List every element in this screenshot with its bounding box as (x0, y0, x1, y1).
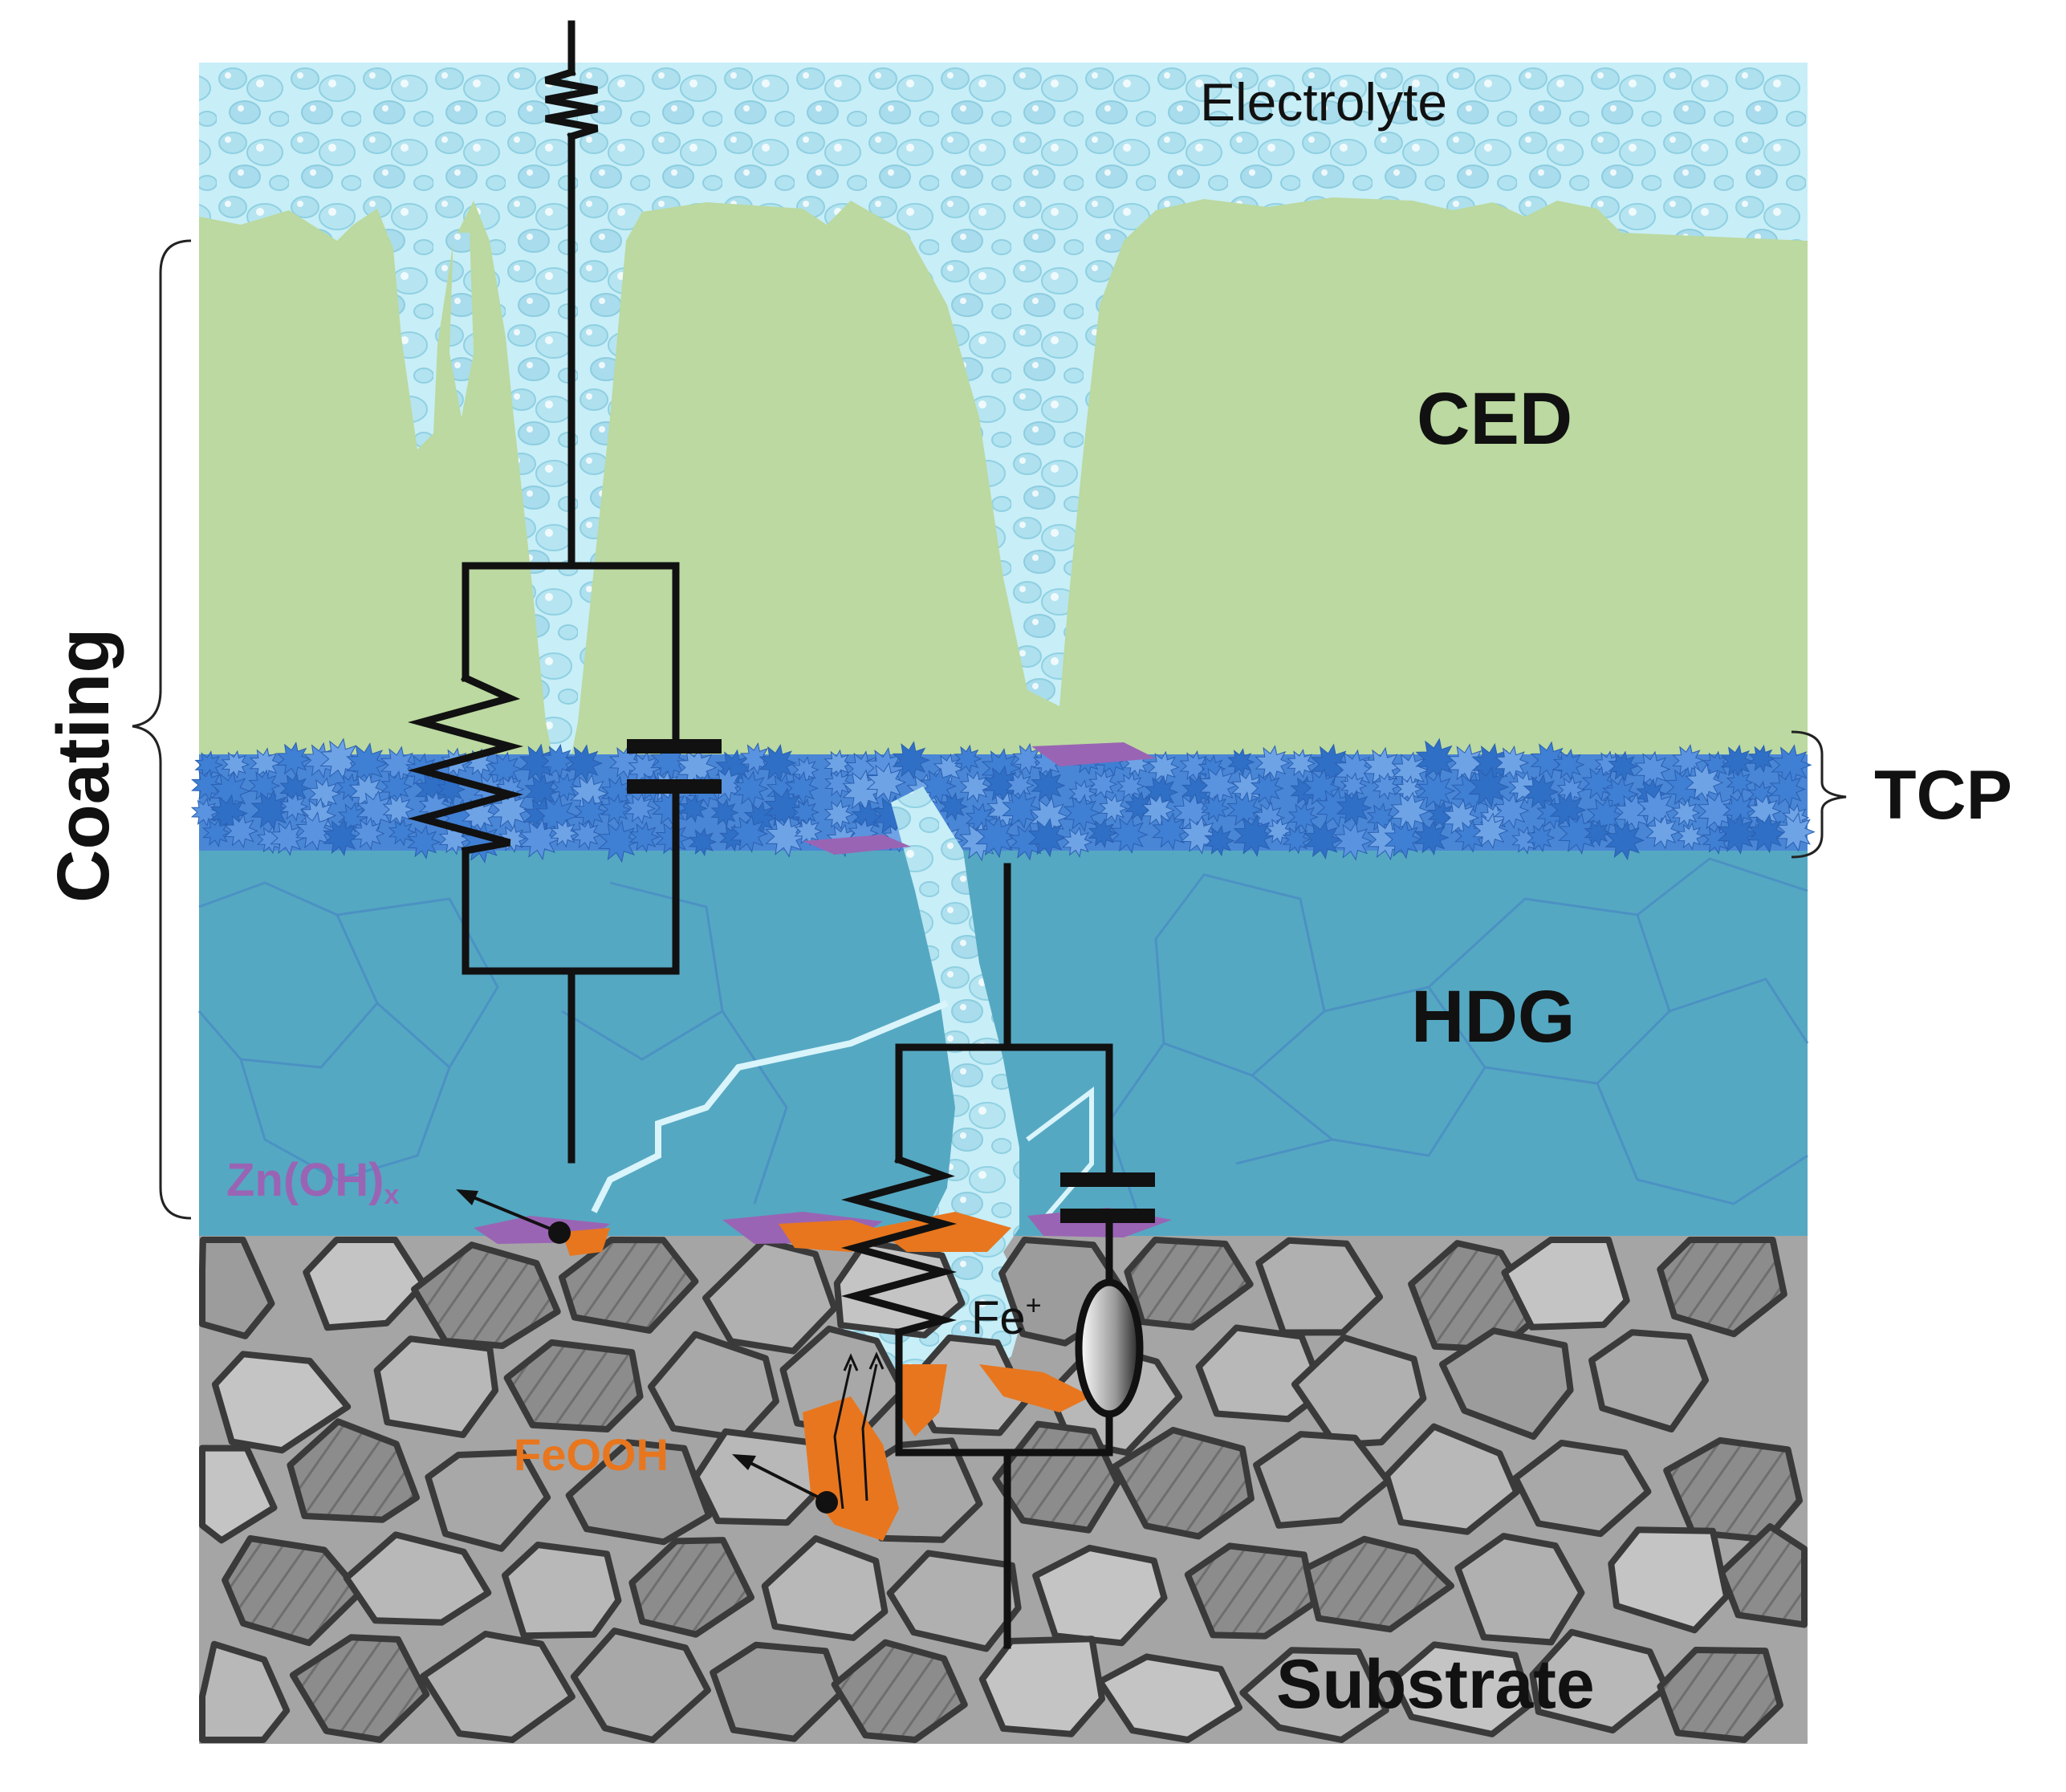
charge-transfer-resistor-icon (840, 1155, 958, 1337)
equivalent-circuit-coating (407, 20, 722, 1164)
constant-phase-element-icon (1075, 1278, 1144, 1418)
electrolyte-layer (199, 63, 1808, 803)
label-pointers (456, 1189, 838, 1514)
tcp-label: TCP (1874, 757, 2012, 834)
hdg-grains (197, 857, 1809, 1221)
hdg-label: HDG (1411, 976, 1575, 1058)
solution-resistor-icon (544, 67, 599, 141)
fe-ion-label: Fe+ (971, 1290, 1042, 1344)
coating-resistor-icon (407, 673, 524, 855)
tcp-layer (190, 738, 1816, 863)
tcp-brace (1791, 730, 1847, 859)
ion-flow-arrows (833, 1351, 885, 1510)
substrate-grains (199, 1237, 1808, 1743)
substrate-label: Substrate (1276, 1646, 1595, 1723)
crack-branch (591, 1000, 949, 1213)
crack-branch (1026, 1087, 1094, 1221)
feooh-label: FeOOH (514, 1429, 669, 1480)
ced-label: CED (1417, 378, 1572, 460)
coating-brace (132, 239, 192, 1220)
equivalent-circuit-interface (840, 863, 1155, 1649)
coating-label: Coating (43, 628, 124, 903)
electrolyte-label: Electrolyte (1200, 72, 1447, 132)
zn-hydroxide-label: Zn(OH)x (226, 1154, 400, 1210)
electrolyte-drip (449, 233, 474, 417)
electrolyte-drip (416, 233, 433, 377)
